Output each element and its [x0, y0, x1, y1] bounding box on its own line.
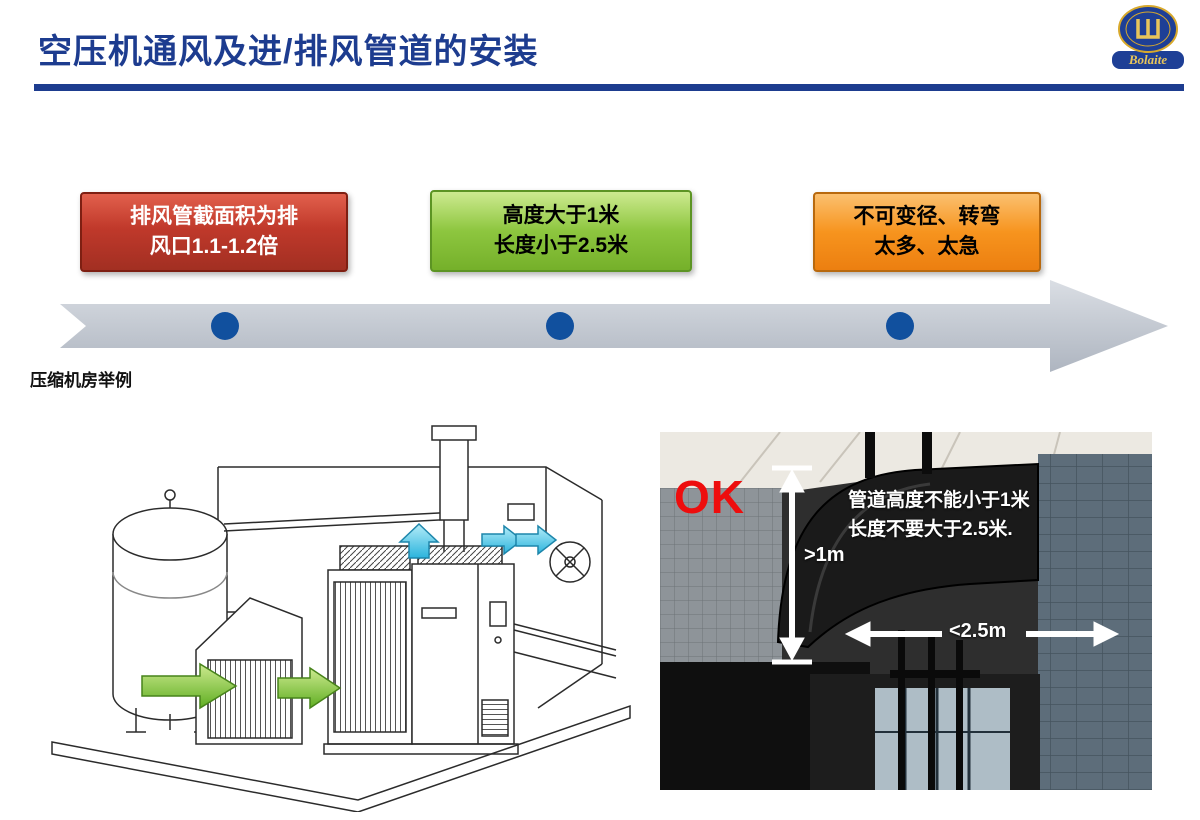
header-divider [34, 84, 1184, 91]
step-text: 不可变径、转弯 [853, 204, 1001, 228]
step-text: 排风管截面积为排 [130, 204, 298, 228]
duct-photo: OK 管道高度不能小于1米 长度不要大于2.5米. >1m <2.5m [660, 432, 1152, 790]
outlet-pipes [513, 623, 617, 679]
up-airflow-arrow-icon [398, 522, 440, 559]
height-measure-arrow [772, 465, 812, 665]
compressor-room-illustration [51, 425, 631, 812]
length-measure-label: <2.5m [949, 620, 1007, 642]
brand-name: Bolaite [1112, 51, 1184, 69]
photo-note: 管道高度不能小于1米 长度不要大于2.5米. [848, 486, 1118, 545]
ok-label: OK [674, 471, 745, 523]
exhaust-airflow-arrow-icon [481, 524, 524, 556]
step-text: 风口1.1-1.2倍 [149, 235, 279, 258]
height-measure-label: >1m [804, 544, 845, 566]
step-text: 太多、太急 [874, 235, 980, 258]
exhaust-airflow-arrow-icon [515, 524, 558, 556]
intake-airflow-arrow-icon [277, 666, 342, 710]
section-label: 压缩机房举例 [30, 371, 132, 390]
page-title: 空压机通风及进/排风管道的安装 [38, 33, 539, 71]
exhaust-duct [431, 425, 477, 552]
timeline-dot [211, 312, 239, 340]
timeline-dot [886, 312, 914, 340]
brand-emblem-icon [1118, 5, 1178, 53]
machinery [660, 630, 1040, 790]
step-box-exhaust-duct-area: 排风管截面积为排 风口1.1-1.2倍 [80, 192, 348, 272]
step-text: 高度大于1米 [502, 203, 620, 227]
step-box-height-length: 高度大于1米 长度小于2.5米 [430, 190, 692, 272]
step-box-no-bends: 不可变径、转弯 太多、太急 [813, 192, 1041, 272]
arrow-band [60, 280, 1168, 372]
floor-platform [51, 704, 631, 812]
intake-airflow-arrow-icon [141, 662, 238, 710]
photo-note-line: 长度不要大于2.5米. [848, 519, 1013, 541]
photo-note-line: 管道高度不能小于1米 [848, 490, 1030, 511]
process-arrow [60, 280, 1168, 372]
step-text: 长度小于2.5米 [493, 234, 629, 257]
air-duct [776, 432, 1039, 649]
length-measure-arrow [844, 621, 1120, 647]
duct-photo-art [660, 432, 1152, 790]
brand-logo: Bolaite [1112, 4, 1184, 69]
wall-fan [549, 541, 591, 583]
timeline-dot [546, 312, 574, 340]
compressor-unit [323, 545, 519, 755]
